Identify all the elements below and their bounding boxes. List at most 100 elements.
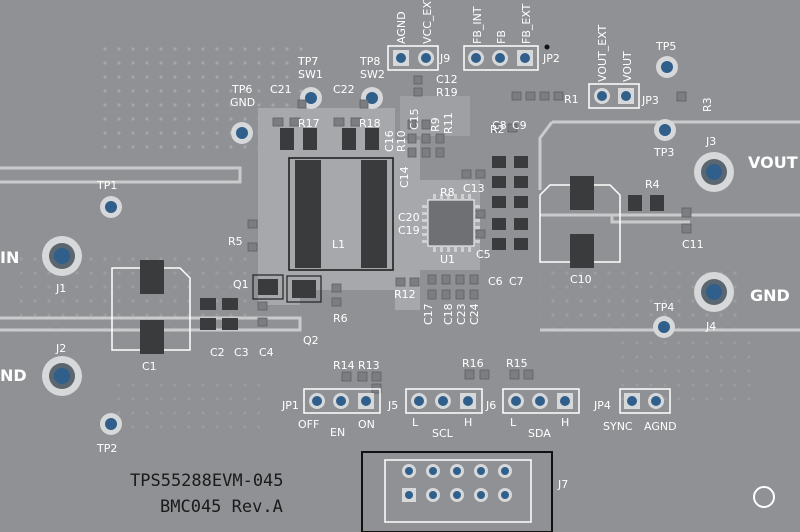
header-jp3[interactable] [588,83,640,109]
ref-c9: C9 [512,119,527,132]
ref-tp2: TP2 [96,442,117,455]
ref-c5: C5 [476,248,491,261]
ref-r12: R12 [394,288,416,301]
header-j9[interactable] [387,45,439,71]
terminal-j4[interactable] [694,272,734,312]
ref-r16: R16 [462,357,484,370]
label-vout: VOUT [748,153,798,172]
ref-j7: J7 [557,478,568,491]
label-tp7: SW1 [298,68,323,81]
label-sda-l: L [510,416,517,429]
label-off: OFF [298,418,319,431]
ref-r11: R11 [442,112,455,134]
ref-c22: C22 [333,83,355,96]
ref-q2: Q2 [303,334,319,347]
ref-tp8: TP8 [359,55,380,68]
label-sync: SYNC [603,420,633,433]
ref-c1: C1 [142,360,157,373]
label-sda-h: H [561,416,569,429]
header-j5[interactable] [405,388,483,414]
ref-c15: C15 [408,108,421,130]
ref-c20: C20 [398,211,420,224]
ref-jp4: JP4 [593,399,611,412]
ref-c17: C17 [422,303,435,325]
ref-r8: R8 [440,186,455,199]
ref-r2: R2 [490,123,505,136]
ref-c4: C4 [259,346,274,359]
ref-r18: R18 [359,117,381,130]
ref-r19: R19 [436,86,458,99]
ref-u1: U1 [440,253,455,266]
board-title: TPS55288EVM-045 [130,471,284,491]
ref-r10: R10 [395,130,408,152]
header-jp1[interactable] [303,388,381,414]
header-j6[interactable] [502,388,580,414]
ref-j1: J1 [55,282,66,295]
terminal-j1[interactable] [42,236,82,276]
connector-j7[interactable] [361,451,553,532]
ic-u1 [422,194,480,252]
ref-tp1: TP1 [96,179,117,192]
label-vout-pin: VOUT [621,51,634,82]
ref-tp3: TP3 [653,146,674,159]
terminal-j3[interactable] [694,152,734,192]
testpoint-tp6[interactable] [231,122,253,144]
smd-pads [200,75,692,394]
ref-jp1: JP1 [281,399,299,412]
ref-c7: C7 [509,275,524,288]
label-vcc-ext: VCC_EXT [421,0,434,44]
testpoint-tp5[interactable] [656,56,678,78]
ref-r4: R4 [645,178,660,191]
label-sda: SDA [528,427,551,440]
passive-labels: C21 C22 R17 R18 R5 R6 R12 C2 C3 C4 C12 R… [210,73,714,372]
testpoint-tp3[interactable] [654,119,676,141]
component-c8: C8 [492,119,507,132]
ref-c24: C24 [468,303,481,325]
ref-q1: Q1 [233,278,249,291]
testpoint-tp4[interactable] [653,316,675,338]
header-jp2[interactable] [463,44,550,71]
label-tp6: GND [230,96,255,109]
label-scl-h: H [464,416,472,429]
ref-c6: C6 [488,275,503,288]
ref-j3: J3 [705,135,716,148]
testpoint-tp1[interactable] [100,196,122,218]
label-tp8: SW2 [360,68,385,81]
label-vin: IN [0,248,19,267]
ref-j6: J6 [485,399,496,412]
ref-c11: C11 [682,238,704,251]
ref-tp6: TP6 [231,83,252,96]
ref-r3: R3 [701,97,714,112]
label-agnd: AGND [395,11,408,44]
ref-r15: R15 [506,357,528,370]
ref-j5: J5 [387,399,398,412]
ref-c10: C10 [570,273,592,286]
label-gnd-left: ND [0,366,27,385]
ref-tp5: TP5 [655,40,676,53]
ref-c3: C3 [234,346,249,359]
header-jp4[interactable] [619,388,671,414]
capacitor-c10 [539,176,621,268]
label-gnd-right: GND [750,286,790,305]
fiducial-circle [753,486,775,508]
mosfet-q1 [252,274,284,300]
ref-r13: R13 [358,359,380,372]
testpoint-tp2[interactable] [100,413,122,435]
ref-r17: R17 [298,117,320,130]
ref-r1: R1 [564,93,579,106]
ref-c14: C14 [398,166,411,188]
ref-tp4: TP4 [653,301,674,314]
label-scl: SCL [432,427,454,440]
label-vout-ext: VOUT_EXT [596,24,609,82]
ref-c18: C18 [442,303,455,325]
ref-c2: C2 [210,346,225,359]
capacitor-c1 [111,260,191,354]
via-field-bottom-left [110,380,260,440]
mosfet-q2 [286,275,322,303]
ref-j4: J4 [705,320,716,333]
via-field-bottom-right [610,340,760,400]
label-en: EN [330,426,345,439]
terminal-j2[interactable] [42,356,82,396]
label-fb-int: FB_INT [471,6,484,44]
